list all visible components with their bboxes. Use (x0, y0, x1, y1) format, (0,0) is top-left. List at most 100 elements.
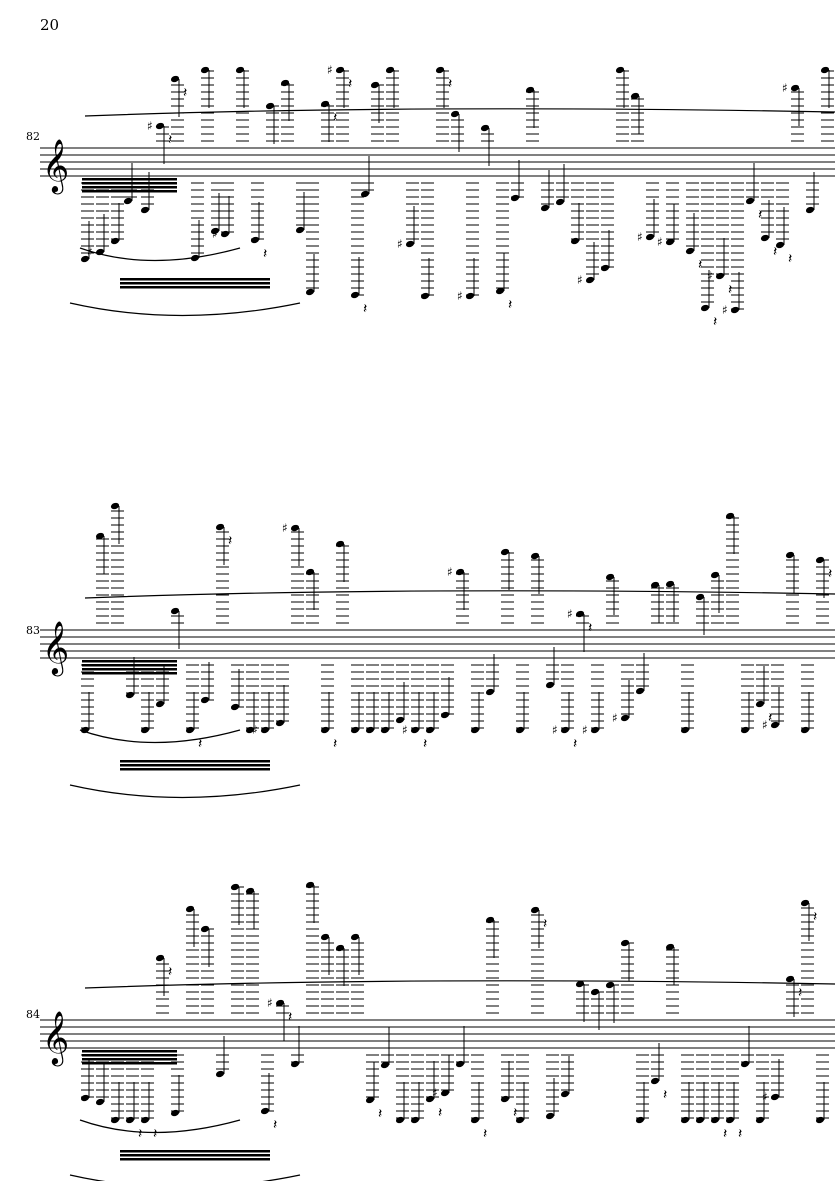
notehead (575, 980, 585, 988)
sharp-icon: ♯ (282, 521, 288, 535)
notehead (140, 1116, 150, 1124)
beams (82, 660, 270, 771)
sharp-icon: ♯ (402, 723, 408, 737)
noteheads: 𝄽𝄽𝄽𝄽𝄽♯𝄽𝄽♯𝄽𝄽𝄽𝄽𝄽𝄽♯𝄽𝄽 (80, 881, 825, 1142)
notehead (495, 287, 505, 295)
tie (69, 302, 301, 317)
notehead (110, 502, 120, 510)
notehead (555, 198, 565, 206)
sharp-icon: ♯ (722, 303, 728, 317)
beam (82, 1054, 177, 1057)
beam (82, 1050, 177, 1053)
notehead (380, 726, 390, 734)
notehead (815, 1116, 825, 1124)
rest-icon: 𝄽 (758, 207, 762, 223)
notehead (525, 86, 535, 94)
notehead (365, 1096, 375, 1104)
notehead (710, 1116, 720, 1124)
notehead (320, 726, 330, 734)
rest-icon: 𝄽 (153, 1126, 157, 1142)
notehead (530, 552, 540, 560)
beam (82, 1062, 177, 1065)
notehead (365, 726, 375, 734)
sharp-icon: ♯ (212, 227, 218, 241)
sharp-icon: ♯ (657, 235, 663, 249)
rest-icon: 𝄽 (138, 1126, 142, 1142)
notehead (420, 292, 430, 300)
notehead (740, 1060, 750, 1068)
tie (79, 729, 241, 744)
sharp-icon: ♯ (147, 119, 153, 133)
ledger-stems (81, 506, 829, 730)
rest-icon: 𝄽 (288, 1009, 292, 1025)
rest-icon: 𝄽 (333, 736, 337, 752)
sharp-icon: ♯ (432, 1086, 438, 1100)
sharp-icon: ♯ (457, 289, 463, 303)
rest-icon: 𝄽 (508, 297, 512, 313)
notehead (785, 975, 795, 983)
beam (82, 672, 177, 675)
notehead (770, 721, 780, 729)
page-number: 20 (40, 16, 60, 34)
sharp-icon: ♯ (567, 607, 573, 621)
beam (120, 286, 270, 289)
sharp-icon: ♯ (397, 237, 403, 251)
rest-icon: 𝄽 (788, 251, 792, 267)
notehead (305, 568, 315, 576)
beam (82, 668, 177, 671)
notehead (545, 681, 555, 689)
notehead (630, 92, 640, 100)
notehead (715, 272, 725, 280)
notehead (290, 1060, 300, 1068)
rest-icon: 𝄽 (698, 257, 702, 273)
beams (82, 1050, 270, 1161)
notehead (320, 100, 330, 108)
rest-icon: 𝄽 (828, 566, 832, 582)
tie (79, 1119, 241, 1134)
notehead (155, 122, 165, 130)
notehead (280, 79, 290, 87)
sharp-icon: ♯ (552, 723, 558, 737)
notehead (405, 240, 415, 248)
ties (69, 108, 835, 317)
rest-icon: 𝄽 (738, 1126, 742, 1142)
staff-lines (40, 147, 835, 177)
notehead (425, 726, 435, 734)
notehead (605, 573, 615, 581)
notehead (760, 234, 770, 242)
notehead (335, 540, 345, 548)
notehead (245, 726, 255, 734)
notehead (665, 580, 675, 588)
tie (69, 784, 301, 799)
notehead (600, 264, 610, 272)
notehead (820, 66, 830, 74)
notehead (680, 726, 690, 734)
notehead (485, 688, 495, 696)
notehead (245, 887, 255, 895)
notehead (125, 1116, 135, 1124)
notehead (185, 726, 195, 734)
rest-icon: 𝄽 (723, 1126, 727, 1142)
tie (79, 247, 241, 262)
notehead (170, 1109, 180, 1117)
notehead (140, 206, 150, 214)
music-system-82: 𝄞 ♯𝄽♯𝄽♯𝄽𝄽𝄽♯𝄽♯𝄽♯𝄽♯♯♯𝄽𝄽𝄽♯♯𝄽𝄽𝄽♯ (40, 63, 835, 330)
notehead (125, 691, 135, 699)
notehead (615, 66, 625, 74)
beam (82, 178, 177, 181)
sharp-icon: ♯ (327, 63, 333, 77)
rest-icon: 𝄽 (423, 736, 427, 752)
notehead (560, 726, 570, 734)
sharp-icon: ♯ (582, 723, 588, 737)
notehead (755, 1116, 765, 1124)
notehead (470, 1116, 480, 1124)
notehead (220, 230, 230, 238)
notehead (200, 66, 210, 74)
notehead (110, 1116, 120, 1124)
beams (82, 178, 270, 289)
rest-icon: 𝄽 (728, 282, 732, 298)
notehead (260, 1107, 270, 1115)
notehead (425, 1095, 435, 1103)
music-system-84: 𝄞 𝄽𝄽𝄽𝄽𝄽♯𝄽𝄽♯𝄽𝄽𝄽𝄽𝄽𝄽♯𝄽𝄽 (40, 881, 835, 1181)
rest-icon: 𝄽 (438, 1105, 442, 1121)
